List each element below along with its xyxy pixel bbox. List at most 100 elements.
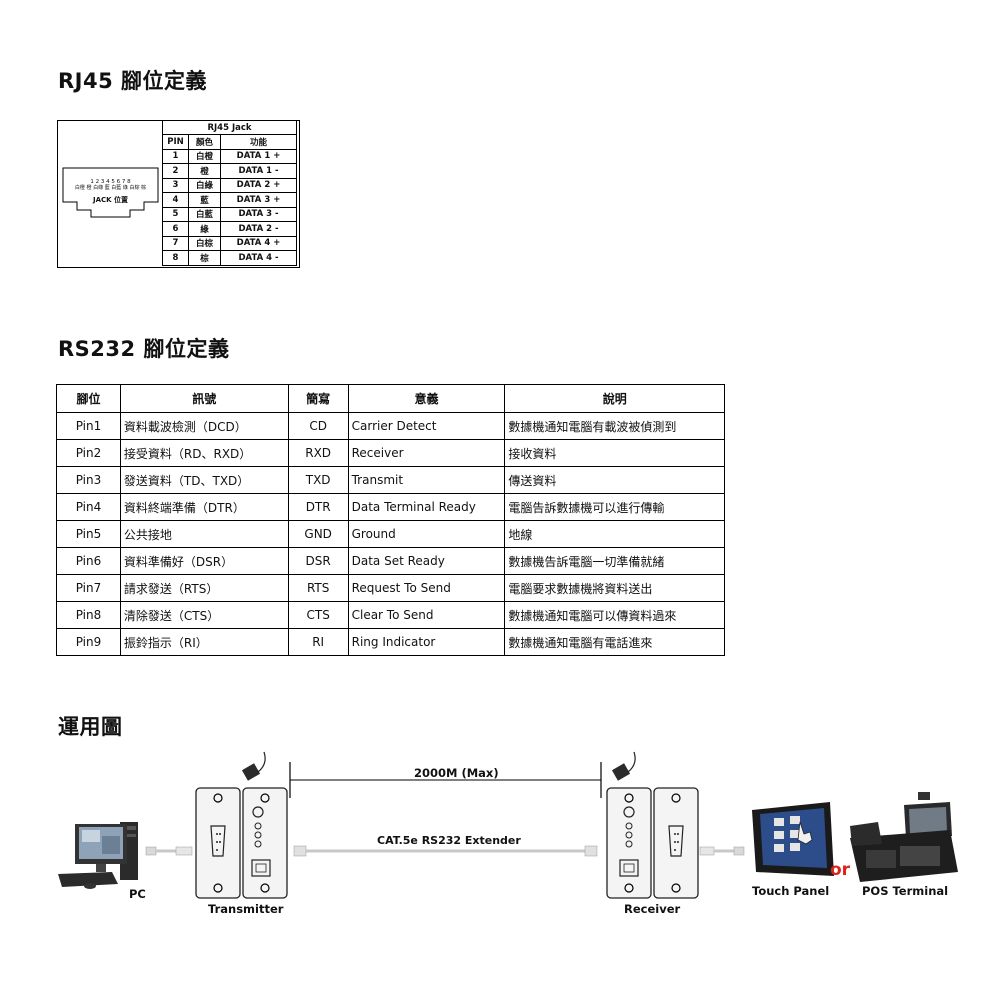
rs232-pin-cell: Pin5 [56, 520, 121, 548]
rj45-function-cell: DATA 3 + [220, 192, 297, 208]
receiver-power-adapter-icon [611, 751, 636, 781]
rs232-abbr-cell: RTS [287, 574, 349, 602]
rs232-meaning-cell: Data Terminal Ready [347, 493, 506, 521]
rj45-function-cell: DATA 4 + [220, 235, 297, 251]
rs232-signal-cell: 振鈴指示（RI） [119, 628, 289, 656]
rs232-desc-cell: 傳送資料 [504, 466, 725, 494]
pos-terminal-label: POS Terminal [862, 884, 949, 898]
rj45-header-pin: PIN [162, 134, 189, 150]
rs232-meaning-cell: Request To Send [347, 574, 506, 602]
jack-outline-icon [62, 167, 159, 218]
touch-panel-icon [752, 802, 834, 876]
rs232-signal-cell: 資料載波檢測（DCD） [119, 412, 289, 440]
receiver-cable-icon [699, 846, 745, 856]
rj45-function-cell: DATA 1 - [220, 163, 297, 179]
rj45-color-cell: 白綠 [188, 177, 221, 193]
rj45-header-row: PIN 顏色 功能 [162, 134, 297, 150]
rj45-pin-cell: 2 [162, 163, 189, 179]
rs232-meaning-cell: Receiver [347, 439, 506, 467]
rs232-desc-cell: 數據機通知電腦有載波被偵測到 [504, 412, 725, 440]
rj45-table-caption: RJ45 Jack [162, 120, 297, 135]
rs232-header-meaning: 意義 [347, 384, 506, 413]
rs232-desc-cell: 數據機通知電腦可以傳資料過來 [504, 601, 725, 629]
pc-cable-icon [145, 846, 193, 856]
rj45-pin-cell: 5 [162, 206, 189, 222]
rj45-pin-cell: 8 [162, 250, 189, 266]
receiver-device [606, 787, 699, 899]
rs232-meaning-cell: Ground [347, 520, 506, 548]
rj45-color-cell: 白棕 [188, 235, 221, 251]
cat5e-cable-icon [293, 845, 598, 857]
rs232-header-signal: 訊號 [119, 384, 289, 413]
jack-diagram: 1 2 3 4 5 6 7 8 白橙 橙 白綠 藍 白藍 綠 白棕 棕 JACK… [58, 121, 163, 267]
rj45-function-cell: DATA 4 - [220, 250, 297, 266]
rs232-pin-cell: Pin9 [56, 628, 121, 656]
rs232-meaning-cell: Transmit [347, 466, 506, 494]
rs232-pin-cell: Pin1 [56, 412, 121, 440]
rj45-section-title: RJ45 腳位定義 [58, 69, 208, 93]
rs232-pin-cell: Pin8 [56, 601, 121, 629]
rj45-header-color: 顏色 [188, 134, 221, 150]
rj45-pin-cell: 7 [162, 235, 189, 251]
rs232-header-pin: 腳位 [56, 384, 121, 413]
rs232-signal-cell: 資料準備好（DSR） [119, 547, 289, 575]
rs232-signal-cell: 發送資料（TD、TXD） [119, 466, 289, 494]
distance-label: 2000M (Max) [414, 766, 499, 780]
usage-section-title: 運用圖 [58, 715, 123, 739]
rs232-header-desc: 說明 [504, 384, 725, 413]
usage-diagram-graphic [58, 751, 958, 899]
rs232-header-row: 腳位 訊號 簡寫 意義 說明 [56, 384, 725, 413]
pc-label: PC [129, 887, 146, 901]
rs232-abbr-cell: CD [287, 412, 349, 440]
rj45-pin-cell: 1 [162, 148, 189, 164]
transmitter-device [195, 787, 288, 899]
rj45-color-cell: 橙 [188, 163, 221, 179]
rs232-pin-cell: Pin7 [56, 574, 121, 602]
rs232-abbr-cell: CTS [287, 601, 349, 629]
rj45-function-cell: DATA 2 - [220, 221, 297, 237]
touch-panel-label: Touch Panel [752, 884, 830, 898]
rj45-function-cell: DATA 1 + [220, 148, 297, 164]
rj45-pin-cell: 6 [162, 221, 189, 237]
rs232-header-abbr: 簡寫 [287, 384, 349, 413]
rs232-pin-cell: Pin6 [56, 547, 121, 575]
rs232-desc-cell: 接收資料 [504, 439, 725, 467]
rj45-pin-cell: 4 [162, 192, 189, 208]
rs232-desc-cell: 地線 [504, 520, 725, 548]
rs232-pin-cell: Pin3 [56, 466, 121, 494]
rs232-signal-cell: 接受資料（RD、RXD） [119, 439, 289, 467]
usage-diagram: 2000M (Max) CAT.5e RS232 Extender PC Tra… [0, 750, 1000, 930]
receiver-label: Receiver [624, 902, 681, 916]
rj45-color-cell: 白橙 [188, 148, 221, 164]
rs232-meaning-cell: Clear To Send [347, 601, 506, 629]
rj45-function-cell: DATA 3 - [220, 206, 297, 222]
rs232-desc-cell: 數據機通知電腦有電話進來 [504, 628, 725, 656]
rs232-abbr-cell: DSR [287, 547, 349, 575]
pos-terminal-icon [850, 792, 958, 882]
rs232-abbr-cell: RI [287, 628, 349, 656]
rj45-function-cell: DATA 2 + [220, 177, 297, 193]
rs232-desc-cell: 電腦要求數據機將資料送出 [504, 574, 725, 602]
rs232-abbr-cell: GND [287, 520, 349, 548]
rs232-section-title: RS232 腳位定義 [58, 337, 230, 361]
rj45-color-cell: 藍 [188, 192, 221, 208]
rj45-pinout-box: 1 2 3 4 5 6 7 8 白橙 橙 白綠 藍 白藍 綠 白棕 棕 JACK… [57, 120, 300, 268]
transmitter-label: Transmitter [208, 902, 284, 916]
rj45-color-cell: 棕 [188, 250, 221, 266]
rs232-pin-cell: Pin2 [56, 439, 121, 467]
